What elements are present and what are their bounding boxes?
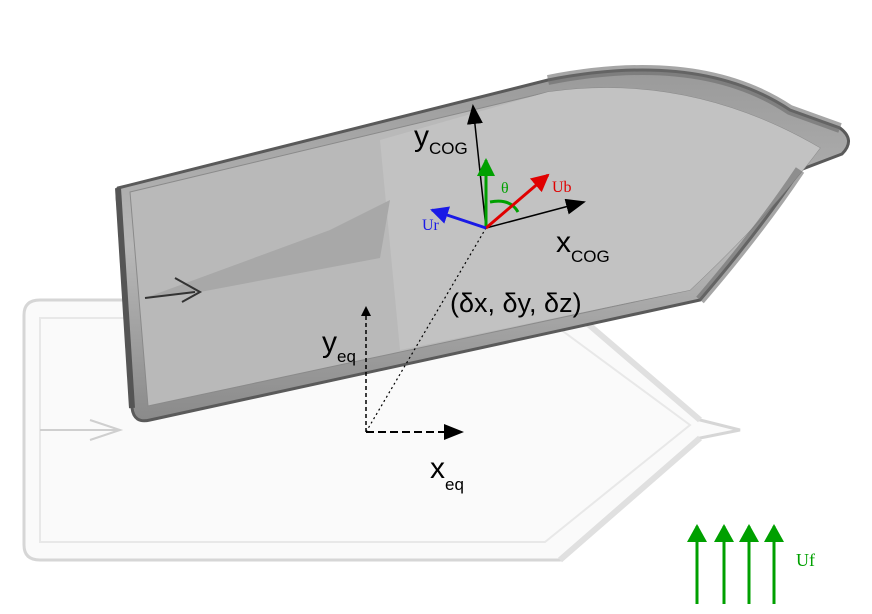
- ub-label: Ub: [552, 179, 572, 196]
- velocity-vectors: [430, 158, 550, 230]
- x-cog-label: xCOG: [556, 226, 610, 266]
- theta-arc: [489, 199, 520, 213]
- displaced-body: [115, 65, 850, 423]
- y-cog-label: yCOG: [414, 120, 468, 158]
- equilibrium-axes: [361, 227, 487, 440]
- displacement-label: (δx, δy, δz): [450, 288, 582, 318]
- theta-label: θ: [501, 180, 509, 197]
- uf-label: Uf: [796, 550, 815, 570]
- ur-arrow: [430, 206, 487, 230]
- x-cog-axis: [485, 198, 586, 229]
- ur-label: Ur: [422, 217, 440, 234]
- flow-arrows: [687, 524, 784, 604]
- x-eq-label: xeq: [430, 452, 464, 494]
- y-eq-label: yeq: [322, 326, 356, 366]
- ub-arrow: [485, 173, 550, 230]
